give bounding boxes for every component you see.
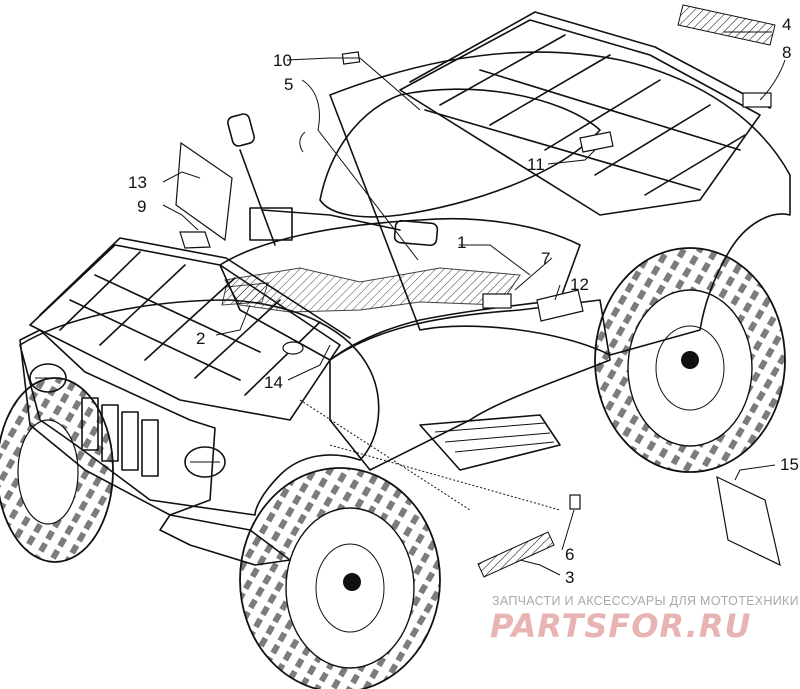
callout-10: 10 (273, 51, 292, 70)
callout-1: 1 (457, 233, 466, 252)
decal-7 (482, 293, 512, 309)
callout-12: 12 (570, 275, 589, 294)
callout-14: 14 (264, 373, 283, 392)
rear-cargo-rack (399, 11, 771, 216)
watermark-brand[interactable]: PARTSFOR.RU (490, 607, 752, 645)
left-headlight (29, 363, 67, 393)
decal-3 (477, 531, 555, 578)
decal-15 (716, 475, 781, 567)
handlebar (227, 113, 439, 247)
right-headlight (184, 446, 226, 478)
decal-9 (179, 231, 211, 249)
callout-4: 4 (782, 15, 791, 34)
callout-8: 8 (782, 43, 791, 62)
callout-2: 2 (196, 329, 205, 348)
decals (175, 4, 781, 578)
grille (81, 397, 159, 477)
callout-6: 6 (565, 545, 574, 564)
callout-11: 11 (527, 155, 545, 174)
callout-7: 7 (541, 249, 550, 268)
callout-labels: 1 2 3 4 5 6 7 8 9 10 11 12 13 14 15 (128, 15, 799, 587)
callout-3: 3 (565, 568, 574, 587)
decal-12 (536, 289, 584, 322)
decal-14 (282, 341, 304, 355)
front-right-wheel (239, 467, 441, 689)
leader-lines (162, 31, 786, 576)
decal-2 (221, 282, 269, 306)
decal-4 (677, 4, 776, 46)
atv-body (19, 51, 791, 566)
callout-15: 15 (780, 455, 799, 474)
decal-13 (175, 141, 233, 242)
decal-6 (569, 494, 581, 510)
rear-wheel (594, 247, 786, 473)
callout-9: 9 (137, 197, 146, 216)
decal-11 (579, 131, 614, 153)
decal-5 (299, 131, 306, 153)
callout-13: 13 (128, 173, 147, 192)
decal-1 (224, 267, 521, 313)
front-left-wheel (0, 377, 114, 563)
watermark-tagline: ЗАПЧАСТИ И АКСЕССУАРЫ ДЛЯ МОТОТЕХНИКИ (492, 594, 799, 608)
callout-5: 5 (284, 75, 293, 94)
decal-8 (742, 92, 772, 108)
